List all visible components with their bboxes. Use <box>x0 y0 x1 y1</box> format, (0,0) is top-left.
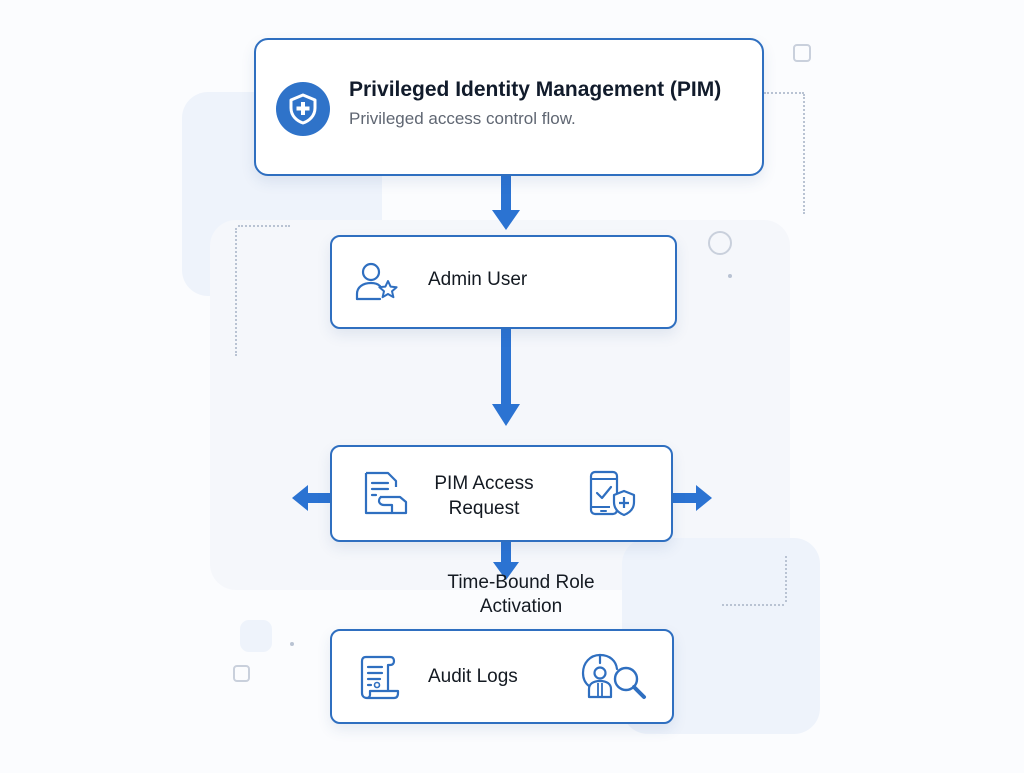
decor-square <box>233 665 250 682</box>
arrow-admin-to-request <box>492 328 520 426</box>
node-label: Audit Logs <box>428 666 518 687</box>
user-search-icon <box>580 651 654 705</box>
decor-dot <box>728 274 732 278</box>
node-label-line: Request <box>448 498 520 519</box>
document-hand-icon <box>362 469 412 519</box>
page-subtitle: Privileged access control flow. <box>349 109 576 128</box>
edge-label-line: Activation <box>479 596 563 617</box>
arrow-header-to-admin <box>492 174 520 230</box>
decor-dot <box>290 642 294 646</box>
node-admin-user[interactable]: Admin User <box>330 235 677 329</box>
edge-label-time-bound-role-activation: Time-Bound Role Activation <box>428 571 614 619</box>
arrow-request-right <box>670 485 712 511</box>
dotted-line <box>764 92 804 94</box>
dotted-line <box>803 94 805 214</box>
arrow-request-left <box>292 485 332 511</box>
node-label-line: PIM Access <box>434 473 534 494</box>
bg-square-small <box>240 620 272 652</box>
user-star-icon <box>354 261 400 305</box>
phone-shield-icon <box>588 469 638 521</box>
dotted-line <box>722 604 784 606</box>
dotted-line <box>785 556 787 602</box>
edge-label-line: Time-Bound Role <box>447 572 595 593</box>
header-card: Privileged Identity Management (PIM) Pri… <box>254 38 764 176</box>
dotted-line <box>238 225 290 227</box>
node-audit-logs[interactable]: Audit Logs <box>330 629 674 724</box>
shield-plus-icon <box>276 82 330 136</box>
arrow-request-to-audit <box>493 540 519 580</box>
node-label: PIM Access Request <box>432 471 536 521</box>
decor-circle <box>708 231 732 255</box>
dotted-line <box>235 228 237 356</box>
node-label: Admin User <box>428 269 528 290</box>
page-title: Privileged Identity Management (PIM) <box>349 78 722 101</box>
scroll-log-icon <box>356 653 402 703</box>
decor-square <box>793 44 811 62</box>
node-pim-access-request[interactable]: PIM Access Request <box>330 445 673 542</box>
